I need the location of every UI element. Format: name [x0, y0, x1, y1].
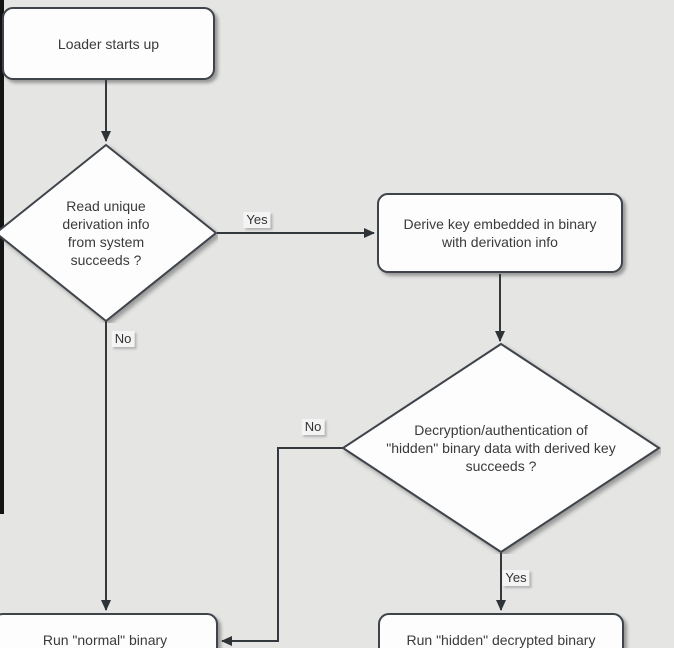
window-edge-strip: [0, 0, 4, 514]
diamond-shape: [0, 143, 218, 323]
edge-label-read-yes: Yes: [243, 212, 271, 228]
node-loader-starts-up[interactable]: Loader starts up: [2, 7, 215, 80]
edge-decrypt-no-to-normal: [221, 447, 343, 646]
node-derive-key[interactable]: Derive key embedded in binary with deriv…: [377, 193, 623, 273]
edge-label-read-no: No: [111, 331, 135, 347]
node-read-derivation-label: Read unique derivation info from system …: [62, 198, 150, 268]
node-derive-key-label: Derive key embedded in binary with deriv…: [403, 216, 597, 250]
diamond-shape: [341, 342, 661, 554]
node-decrypt-auth-label: Decryption/authentication of "hidden" bi…: [386, 422, 616, 474]
node-loader-label: Loader starts up: [57, 35, 160, 52]
node-read-derivation-decision[interactable]: Read unique derivation info from system …: [0, 143, 218, 323]
edge-label-decrypt-no: No: [301, 419, 325, 435]
edge-label-decrypt-yes: Yes: [502, 570, 530, 586]
node-run-normal-label: Run "normal" binary: [42, 632, 168, 648]
node-run-hidden-binary[interactable]: Run "hidden" decrypted binary: [378, 613, 624, 648]
node-decrypt-auth-decision[interactable]: Decryption/authentication of "hidden" bi…: [341, 342, 661, 554]
node-run-hidden-label: Run "hidden" decrypted binary: [406, 632, 596, 648]
node-run-normal-binary[interactable]: Run "normal" binary: [0, 613, 218, 648]
